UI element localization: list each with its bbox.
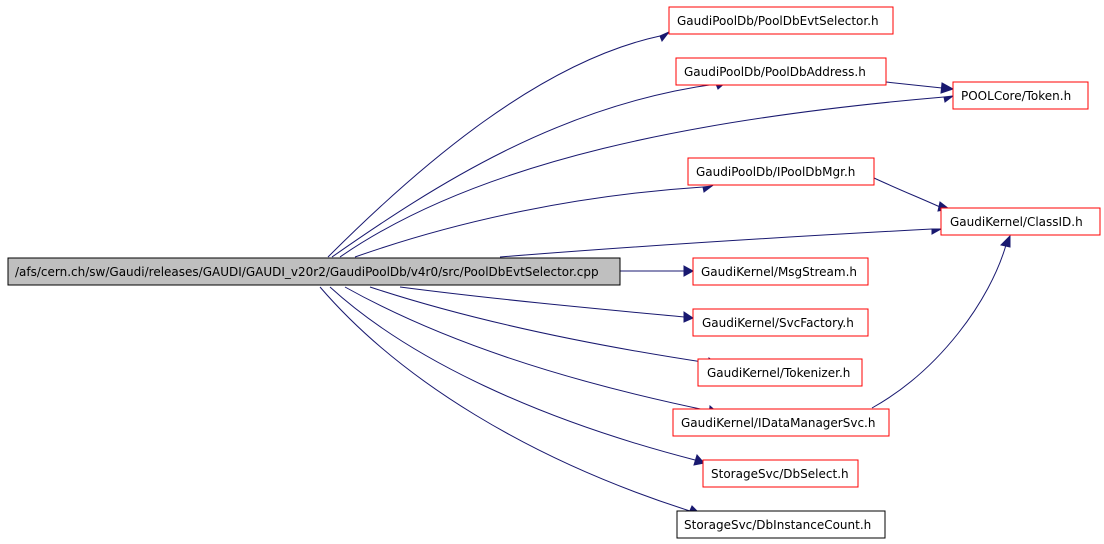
- node-label: GaudiKernel/MsgStream.h: [701, 265, 857, 279]
- node-box: [668, 6, 894, 35]
- source-file-node[interactable]: /afs/cern.ch/sw/Gaudi/releases/GAUDI/GAU…: [7, 257, 621, 286]
- arrowhead-source-to-msgstream: [683, 265, 695, 277]
- node-box: [676, 510, 886, 539]
- arrowhead-source-to-token: [943, 95, 955, 103]
- edge-source-to-svcfactory: [399, 286, 685, 318]
- edge-source-to-evtsel: [327, 35, 661, 258]
- node-svcFactory-h[interactable]: GaudiKernel/SvcFactory.h: [692, 308, 869, 337]
- edge-source-to-token: [339, 96, 945, 258]
- edge-source-to-dbinstcount: [319, 286, 691, 512]
- node-box: [692, 257, 869, 286]
- node-dbSelect-h[interactable]: StorageSvc/DbSelect.h: [702, 459, 859, 488]
- node-label: GaudiPoolDb/PoolDbEvtSelector.h: [677, 14, 879, 28]
- node-box: [940, 207, 1101, 236]
- node-label: GaudiKernel/ClassID.h: [950, 215, 1083, 229]
- node-label: GaudiKernel/Tokenizer.h: [707, 366, 850, 380]
- node-token-h[interactable]: POOLCore/Token.h: [952, 81, 1089, 110]
- node-poolDbAddress-h[interactable]: GaudiPoolDb/PoolDbAddress.h: [675, 57, 887, 86]
- edge-source-to-dbselect: [329, 286, 696, 461]
- arrowhead-source-to-dbselect: [693, 453, 705, 466]
- edge-source-to-classid: [499, 228, 933, 258]
- node-label: GaudiPoolDb/IPoolDbMgr.h: [696, 165, 855, 179]
- edge-source-to-addr: [331, 83, 717, 258]
- node-box: [952, 81, 1089, 110]
- node-label: GaudiKernel/IDataManagerSvc.h: [681, 416, 875, 430]
- node-box: [687, 157, 875, 186]
- edge-ipooldbmgr-to-classid: [873, 177, 941, 208]
- edge-source-to-ipooldbmgr: [354, 186, 704, 258]
- edge-addr-to-token: [885, 81, 943, 89]
- node-msgStream-h[interactable]: GaudiKernel/MsgStream.h: [692, 257, 869, 286]
- node-box: [672, 408, 890, 437]
- node-iPoolDbMgr-h[interactable]: GaudiPoolDb/IPoolDbMgr.h: [687, 157, 875, 186]
- edge-source-to-tokenizer: [369, 286, 710, 364]
- arrowhead-source-to-evtsel: [659, 31, 670, 42]
- node-poolDbEvtSelector-h[interactable]: GaudiPoolDb/PoolDbEvtSelector.h: [668, 6, 894, 35]
- node-box: [692, 308, 869, 337]
- edge-idatamgr-to-classid: [871, 244, 1007, 409]
- node-label: StorageSvc/DbInstanceCount.h: [684, 518, 871, 532]
- node-label: GaudiPoolDb/PoolDbAddress.h: [684, 65, 866, 79]
- node-iDataManagerSvc-h[interactable]: GaudiKernel/IDataManagerSvc.h: [672, 408, 890, 437]
- node-label: POOLCore/Token.h: [961, 89, 1071, 103]
- node-box: [702, 459, 859, 488]
- node-tokenizer-h[interactable]: GaudiKernel/Tokenizer.h: [697, 358, 863, 387]
- arrowhead-source-to-ipooldbmgr: [702, 185, 714, 193]
- node-label: GaudiKernel/SvcFactory.h: [702, 316, 854, 330]
- node-label: StorageSvc/DbSelect.h: [711, 467, 849, 481]
- arrowhead-addr-to-token: [940, 82, 955, 94]
- edges-layer: [319, 31, 1011, 516]
- edge-source-to-idatamgr: [344, 286, 711, 412]
- arrowhead-source-to-svcfactory: [683, 311, 695, 323]
- node-dbInstanceCount-h[interactable]: StorageSvc/DbInstanceCount.h: [676, 510, 886, 539]
- node-box: [675, 57, 887, 86]
- arrowhead-source-to-classid: [931, 228, 943, 235]
- source-file-box: [7, 257, 621, 286]
- source-file-label: /afs/cern.ch/sw/Gaudi/releases/GAUDI/GAU…: [15, 265, 599, 279]
- node-box: [697, 358, 863, 387]
- arrowhead-idatamgr-to-classid: [1000, 234, 1011, 248]
- node-classID-h[interactable]: GaudiKernel/ClassID.h: [940, 207, 1101, 236]
